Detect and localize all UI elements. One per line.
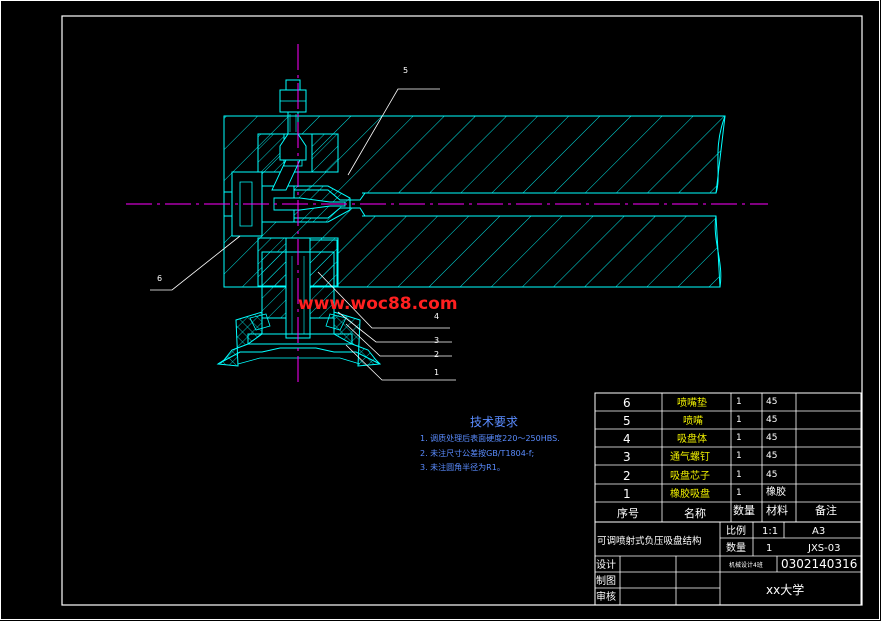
svg-text:2: 2 <box>623 469 631 483</box>
svg-text:1: 1 <box>736 397 742 407</box>
title-block: 可调喷射式负压吸盘结构 比例 1:1 A3 数量 1 JXS-03 设计 制图 … <box>594 521 862 606</box>
tech-req-item-1: 1. 调质处理后表面硬度220～250HBS. <box>420 433 560 443</box>
svg-text:吸盘芯子: 吸盘芯子 <box>670 469 710 482</box>
svg-text:橡胶吸盘: 橡胶吸盘 <box>670 487 710 500</box>
drafting-label: 制图 <box>596 574 616 587</box>
balloon-1: 1 <box>434 368 439 377</box>
watermark: www.woc88.com <box>298 294 458 314</box>
svg-text:1: 1 <box>623 487 631 501</box>
parts-row-6: 6 喷嘴垫 1 45 <box>623 396 777 410</box>
svg-text:材料: 材料 <box>766 503 788 517</box>
tech-req-item-2: 2. 未注尺寸公差按GB/T1804-f; <box>420 448 534 458</box>
parts-row-3: 3 通气螺钉 1 45 <box>623 450 777 464</box>
parts-row-4: 4 吸盘体 1 45 <box>623 432 777 446</box>
review-label: 审核 <box>596 590 616 603</box>
scale-value: 1:1 <box>762 526 778 537</box>
svg-text:45: 45 <box>766 397 777 407</box>
svg-text:吸盘体: 吸盘体 <box>677 432 707 445</box>
leader-lines <box>150 88 456 381</box>
svg-text:1: 1 <box>736 415 742 425</box>
tech-req-item-3: 3. 未注圆角半径为R1。 <box>420 462 505 472</box>
svg-text:45: 45 <box>766 433 777 443</box>
center-lines <box>126 44 768 386</box>
parts-row-5: 5 喷嘴 1 45 <box>623 414 777 428</box>
svg-text:1: 1 <box>736 470 742 480</box>
class-label: 机械设计4班 <box>729 561 763 569</box>
svg-text:1: 1 <box>736 488 742 498</box>
svg-text:4: 4 <box>623 432 631 446</box>
svg-text:45: 45 <box>766 415 777 425</box>
svg-text:6: 6 <box>623 396 631 410</box>
svg-text:备注: 备注 <box>815 503 837 517</box>
student-number: 0302140316 <box>781 557 857 571</box>
quantity-value: 1 <box>766 543 772 554</box>
svg-text:45: 45 <box>766 470 777 480</box>
svg-text:45: 45 <box>766 451 777 461</box>
parts-list-header: 序号 名称 数量 材料 备注 <box>617 503 837 520</box>
balloon-6: 6 <box>157 274 162 283</box>
tech-req-title: 技术要求 <box>470 415 518 429</box>
svg-text:1: 1 <box>736 433 742 443</box>
balloon-3: 3 <box>434 336 439 345</box>
balloon-4: 4 <box>434 312 439 321</box>
svg-text:橡胶: 橡胶 <box>766 485 786 498</box>
svg-text:序号: 序号 <box>617 506 639 520</box>
drawing-frame <box>61 15 863 606</box>
drawing-number: JXS-03 <box>807 543 840 554</box>
technical-requirements: 技术要求 1. 调质处理后表面硬度220～250HBS. 2. 未注尺寸公差按G… <box>420 415 560 472</box>
quantity-label: 数量 <box>726 541 746 554</box>
drawing-title: 可调喷射式负压吸盘结构 <box>597 535 702 547</box>
nozzle-part-5 <box>271 159 351 223</box>
sheet-size: A3 <box>812 526 825 537</box>
svg-text:数量: 数量 <box>733 504 755 517</box>
svg-text:1: 1 <box>736 451 742 461</box>
svg-text:名称: 名称 <box>684 506 706 520</box>
svg-text:5: 5 <box>623 414 631 428</box>
svg-text:通气螺钉: 通气螺钉 <box>670 450 710 463</box>
balloon-5: 5 <box>403 66 408 75</box>
parts-list-table: 6 喷嘴垫 1 45 5 喷嘴 1 45 4 吸盘体 1 45 3 通气螺钉 1… <box>594 392 862 523</box>
svg-text:3: 3 <box>623 450 631 464</box>
svg-text:喷嘴: 喷嘴 <box>683 415 703 427</box>
balloon-labels: 5 6 4 3 2 1 <box>157 66 439 377</box>
parts-row-2: 2 吸盘芯子 1 45 <box>623 469 777 483</box>
scale-label: 比例 <box>726 524 746 537</box>
school-name: xx大学 <box>766 582 804 597</box>
design-label: 设计 <box>596 558 616 571</box>
parts-row-1: 1 橡胶吸盘 1 橡胶 <box>623 485 786 501</box>
balloon-2: 2 <box>434 350 439 359</box>
svg-text:喷嘴垫: 喷嘴垫 <box>677 396 707 409</box>
